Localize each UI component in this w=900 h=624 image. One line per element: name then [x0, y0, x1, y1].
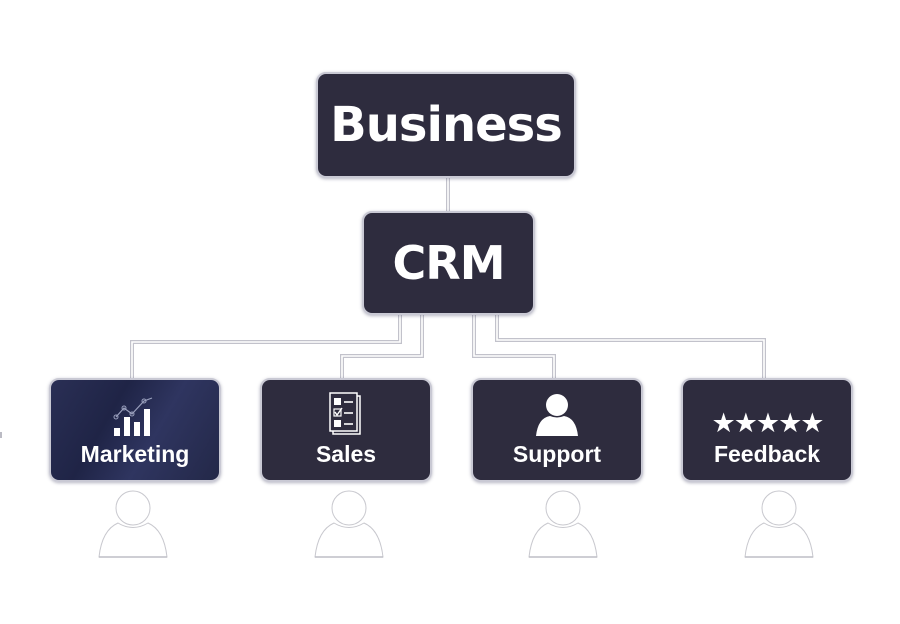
node-feedback[interactable]: ★★★★★ Feedback	[681, 378, 853, 482]
person-outline-icon	[314, 490, 384, 558]
node-sales-label: Sales	[315, 440, 377, 467]
connector-crm-support	[472, 315, 556, 378]
five-stars-icon: ★★★★★	[711, 393, 824, 438]
node-sales[interactable]: Sales	[260, 378, 432, 482]
node-crm-label: CRM	[392, 236, 506, 290]
node-support-label: Support	[512, 440, 602, 467]
node-business-label: Business	[330, 97, 563, 153]
person-outline-icon	[528, 490, 598, 558]
checklist-icon	[326, 391, 366, 437]
node-feedback-label: Feedback	[713, 440, 821, 467]
connector-crm-feedback	[495, 315, 766, 378]
person-outline-icon	[744, 490, 814, 558]
person-outline-icon	[98, 490, 168, 558]
connector-crm-marketing	[130, 315, 402, 378]
node-support[interactable]: Support	[471, 378, 643, 482]
node-business[interactable]: Business	[316, 72, 576, 178]
stars-glyph: ★★★★★	[711, 407, 824, 438]
user-icon	[534, 393, 580, 437]
node-crm[interactable]: CRM	[362, 211, 535, 315]
connector-crm-sales	[340, 315, 424, 378]
bar-chart-trend-icon	[110, 393, 160, 437]
node-marketing[interactable]: Marketing	[49, 378, 221, 482]
edge-mark	[0, 432, 2, 438]
node-marketing-label: Marketing	[80, 440, 190, 467]
